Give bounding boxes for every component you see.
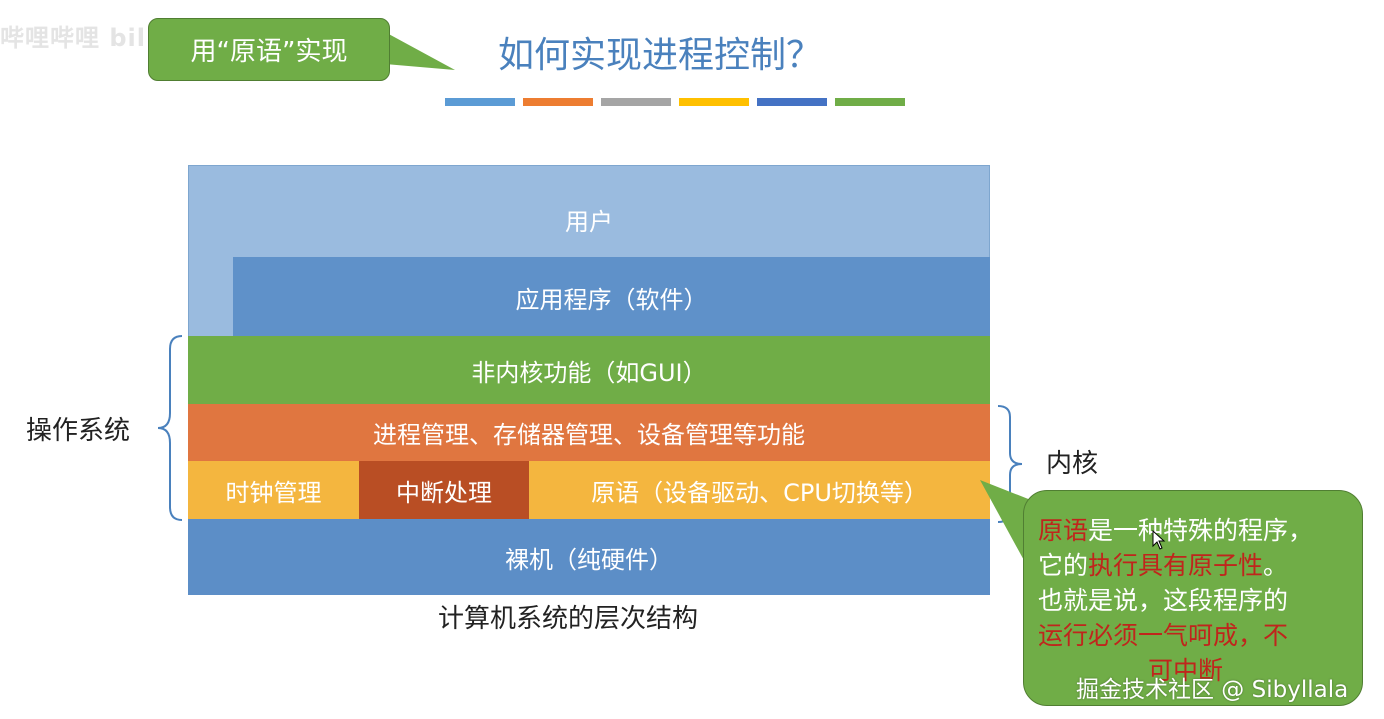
callout-line-5: 可中断: [1148, 656, 1224, 685]
callout-term-atomic: 执行具有原子性: [1088, 551, 1264, 580]
color-strip-swatch: [445, 98, 515, 106]
color-strip-swatch: [757, 98, 827, 106]
page-title: 如何实现进程控制？: [497, 35, 822, 76]
color-strip-swatch: [835, 98, 905, 106]
layer-app: 应用程序（软件）: [233, 257, 990, 337]
brace-os-icon: [157, 335, 183, 521]
cell-interrupt-handling: 中断处理: [359, 461, 529, 519]
callout-line-3: 也就是说，这段程序的: [1038, 586, 1289, 615]
callout-top: 用“原语”实现: [148, 18, 390, 81]
layer-hardware: 裸机（纯硬件）: [188, 519, 990, 595]
diagram-caption: 计算机系统的层次结构: [437, 604, 698, 634]
layer-process-label: 进程管理、存储器管理、设备管理等功能: [373, 421, 805, 449]
callout-bottom: 原语是一种特殊的程序， 它的执行具有原子性。 也就是说，这段程序的 运行必须一气…: [1023, 490, 1363, 706]
layer-app-label: 应用程序（软件）: [515, 285, 708, 314]
callout-line-2: 它的执行具有原子性。: [1038, 548, 1346, 583]
callout-line-2-suffix: 。: [1263, 551, 1289, 580]
cell-primitive-label: 原语（设备驱动、CPU切换等）: [591, 478, 928, 507]
callout-term-primitive: 原语: [1038, 516, 1089, 545]
label-operating-system: 操作系统: [26, 416, 131, 446]
label-kernel: 内核: [1046, 449, 1099, 479]
layer-nonkernel: 非内核功能（如GUI）: [188, 336, 990, 404]
watermark-bottom-right: 掘金技术社区 @ Sibyllala: [1076, 677, 1349, 703]
layer-process-management: 进程管理、存储器管理、设备管理等功能: [188, 404, 990, 461]
callout-line-2-prefix: 它的: [1038, 551, 1089, 580]
callout-top-text: 用“原语”实现: [190, 37, 348, 67]
cell-interrupt-label: 中断处理: [396, 478, 492, 507]
layer-hardware-label: 裸机（纯硬件）: [505, 545, 673, 574]
color-strip-swatch: [523, 98, 593, 106]
cell-clock-label: 时钟管理: [225, 478, 322, 507]
color-strip-swatch: [601, 98, 671, 106]
cell-primitive: 原语（设备驱动、CPU切换等）: [529, 461, 990, 519]
callout-line-1: 原语是一种特殊的程序，: [1038, 513, 1346, 548]
mouse-cursor-icon: [1152, 530, 1166, 550]
cell-clock-management: 时钟管理: [188, 461, 359, 519]
layer-nonkernel-label: 非内核功能（如GUI）: [471, 358, 707, 387]
layer-user-label: 用户: [565, 208, 613, 236]
callout-line-4: 运行必须一气呵成，不: [1038, 621, 1289, 650]
color-strip-swatch: [679, 98, 749, 106]
callout-top-tail: [385, 32, 455, 70]
color-strip: [445, 98, 905, 106]
callout-line-1-rest: 是一种特殊的程序，: [1088, 516, 1314, 545]
